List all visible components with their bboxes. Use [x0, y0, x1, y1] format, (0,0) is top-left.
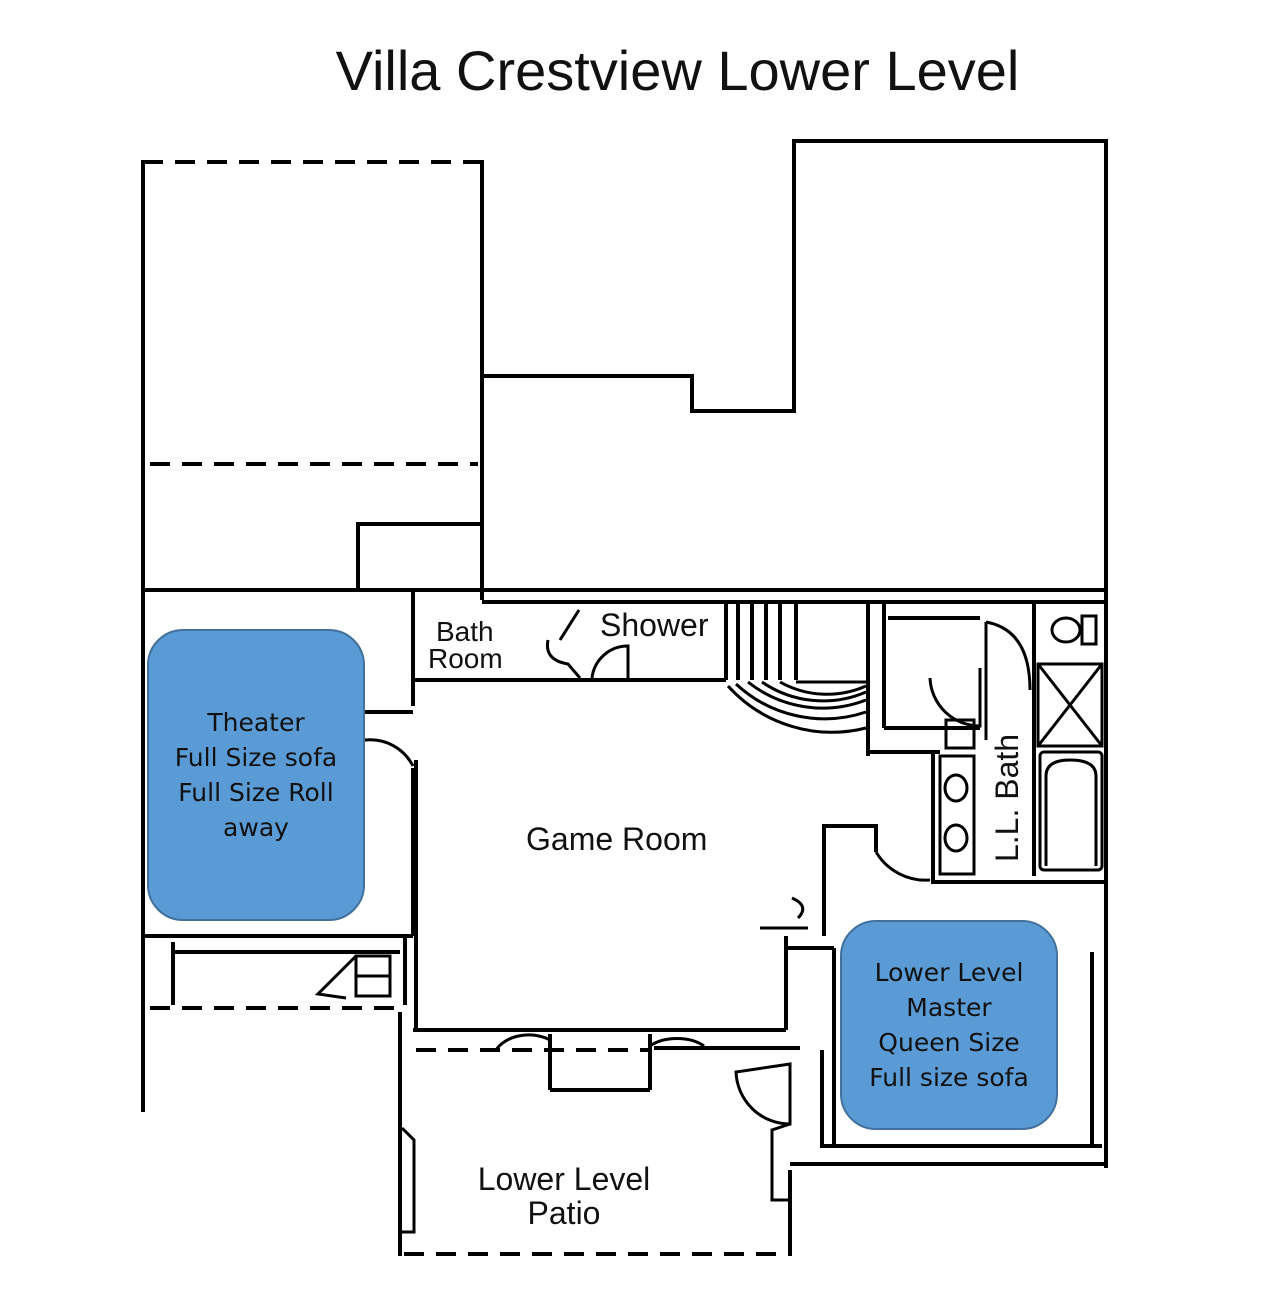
theater-card: Theater Full Size sofa Full Size Roll aw… — [147, 629, 365, 921]
master-card-line: Lower Level — [874, 958, 1024, 987]
upper-structures — [141, 139, 1108, 600]
patio-label-line2: Patio — [528, 1195, 601, 1231]
theater-walls — [143, 592, 415, 938]
ll-bath-walls — [870, 604, 1106, 884]
ll-bath-label: L.L. Bath — [989, 734, 1025, 862]
floor-plan-title: Villa Crestview Lower Level — [335, 39, 1020, 102]
master-card-line: Master — [906, 993, 992, 1022]
master-card-line: Queen Size — [878, 1028, 1020, 1057]
exterior-walls — [141, 588, 1108, 1168]
game-room-label: Game Room — [526, 821, 707, 857]
staircase — [726, 604, 870, 756]
game-room-walls — [413, 760, 931, 1032]
patio-label-line1: Lower Level — [478, 1161, 651, 1197]
bath-room-label-line2: Room — [428, 643, 503, 674]
theater-card-line: away — [223, 813, 289, 842]
shower-label: Shower — [600, 607, 709, 643]
patio-walls — [398, 1012, 800, 1256]
storage-closet — [150, 936, 407, 1010]
master-walls — [734, 946, 1106, 1166]
theater-card-line: Full Size sofa — [174, 743, 338, 772]
theater-card-line: Theater — [207, 708, 305, 737]
bath-room-label-line1: Bath — [436, 616, 494, 647]
master-card-line: Full size sofa — [869, 1063, 1029, 1092]
bath-shower-walls — [413, 604, 728, 682]
master-card: Lower Level Master Queen Size Full size … — [840, 920, 1058, 1130]
theater-card-line: Full Size Roll — [178, 778, 334, 807]
